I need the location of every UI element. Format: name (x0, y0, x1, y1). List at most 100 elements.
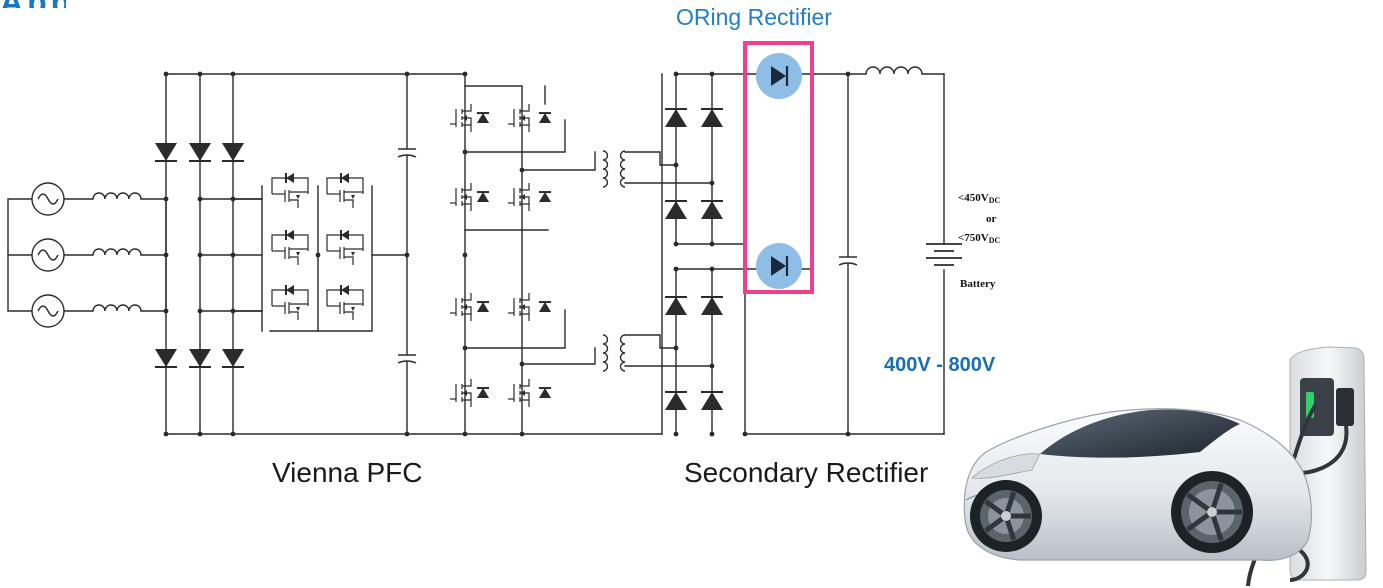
body-diode (538, 387, 552, 398)
junction-dot (709, 180, 715, 186)
mosfet-icon (450, 183, 472, 211)
junction-dot (709, 241, 715, 247)
transformer-winding (602, 150, 609, 188)
bidirectional-switch (326, 173, 364, 208)
inductor-icon (92, 304, 142, 312)
junction-dot (519, 361, 525, 367)
secondary-diode (665, 108, 687, 127)
body-diode (538, 191, 552, 202)
junction-dot (709, 71, 715, 77)
bidirectional-switch (326, 230, 364, 265)
body-diode (476, 387, 490, 398)
vienna-pfc-label: Vienna PFC (272, 457, 423, 488)
junction-dot (163, 252, 169, 258)
junction-dot (163, 196, 169, 202)
oring-diode-icon (756, 243, 802, 289)
junction-dot (673, 241, 679, 247)
body-diode (538, 301, 552, 312)
junction-dot (197, 308, 203, 314)
secondary-diode (701, 108, 723, 127)
junction-dot (315, 252, 321, 258)
junction-dot (673, 345, 679, 351)
bidirectional-switch (326, 285, 364, 320)
output-voltage-label: 400V - 800V (884, 354, 996, 376)
junction-dot (462, 252, 468, 258)
battery-rating-750: <750VDC (958, 232, 1001, 245)
mosfet-icon (450, 104, 472, 132)
junction-dot (163, 308, 169, 314)
secondary-diode (665, 296, 687, 315)
mosfet-icon (508, 379, 530, 407)
pfc-diode-top (222, 143, 244, 162)
secondary-rectifier-label: Secondary Rectifier (684, 457, 929, 488)
junction-dot (709, 431, 715, 437)
circuit-wires (7, 73, 945, 435)
car-wheel (970, 480, 1042, 552)
capacitor-icon (397, 354, 417, 364)
secondary-diode (701, 296, 723, 315)
body-diode (476, 301, 490, 312)
junction-dot (519, 431, 525, 437)
junction-dot (230, 252, 236, 258)
mosfet-icon (508, 183, 530, 211)
oring-highlight (743, 41, 814, 294)
junction-dot (404, 71, 410, 77)
mosfet-icon (450, 379, 472, 407)
bidirectional-switch (271, 173, 309, 208)
transformer-winding (602, 334, 609, 372)
junction-dot (404, 252, 410, 258)
title-fragment: App (0, 0, 66, 8)
mosfet-icon (450, 293, 472, 321)
bidirectional-switch (271, 230, 309, 265)
inductor-icon (92, 248, 142, 256)
capacitor-icon (838, 256, 858, 266)
battery-rating-450: <450VDC (958, 192, 1001, 205)
secondary-diode (665, 391, 687, 410)
junction-dot (163, 431, 169, 437)
body-diode (538, 112, 552, 123)
junction-dot (462, 71, 468, 77)
ac-source-icon (31, 182, 65, 216)
junction-dot (163, 71, 169, 77)
car-wheel (1171, 471, 1253, 553)
junction-dot (709, 363, 715, 369)
battery-label: Battery (960, 278, 996, 290)
junction-dot (197, 71, 203, 77)
junction-dot (197, 196, 203, 202)
circuit-components (31, 66, 962, 437)
oring-diode-icon (756, 53, 802, 99)
mosfet-icon (508, 293, 530, 321)
junction-dot (197, 252, 203, 258)
body-diode (476, 112, 490, 123)
junction-dot (230, 431, 236, 437)
body-diode (476, 191, 490, 202)
secondary-diode (701, 391, 723, 410)
junction-dot (673, 71, 679, 77)
pfc-diode-bottom (222, 349, 244, 368)
ac-source-icon (31, 238, 65, 272)
oring-rectifier-label: ORing Rectifier (676, 4, 832, 30)
junction-dot (673, 162, 679, 168)
junction-dot (673, 431, 679, 437)
electric-car-icon (963, 408, 1312, 561)
junction-dot (673, 266, 679, 272)
junction-dot (519, 167, 525, 173)
battery-rating-or: or (986, 213, 997, 225)
junction-dot (845, 431, 851, 437)
junction-dot (404, 431, 410, 437)
pfc-diode-bottom (189, 349, 211, 368)
pfc-diode-top (155, 143, 177, 162)
junction-dot (709, 266, 715, 272)
mosfet-icon (508, 104, 530, 132)
bidirectional-switch (271, 285, 309, 320)
capacitor-icon (397, 148, 417, 158)
junction-dot (462, 431, 468, 437)
battery-icon (926, 243, 962, 266)
junction-dot (462, 149, 468, 155)
junction-dot (462, 345, 468, 351)
ac-source-icon (31, 294, 65, 328)
pfc-diode-top (189, 143, 211, 162)
transformer-winding (619, 150, 626, 188)
junction-dot (230, 196, 236, 202)
